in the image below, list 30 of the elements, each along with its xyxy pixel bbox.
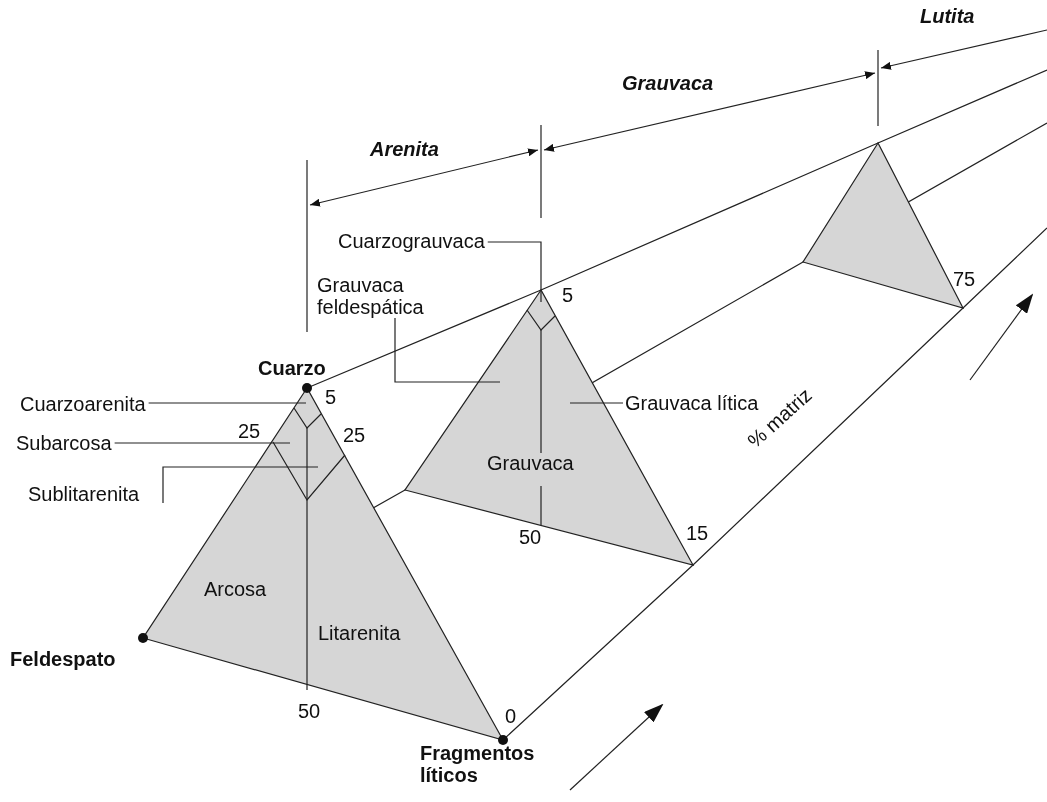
rock-type-label: Cuarzoarenita	[20, 393, 146, 415]
percent-value: 25	[343, 424, 366, 446]
percent-value: 5	[562, 284, 574, 306]
rock-type-label: Grauvaca	[487, 452, 574, 474]
end-member-label: Cuarzo	[258, 357, 326, 379]
leader-line	[148, 402, 307, 404]
rock-type-label: Sublitarenita	[28, 483, 140, 505]
range-label: Arenita	[370, 138, 439, 160]
rock-type-label: Grauvaca lítica	[625, 392, 759, 414]
percent-value: 50	[519, 526, 542, 548]
percent-value: 0	[505, 705, 517, 727]
rock-type-label: Subarcosa	[16, 432, 112, 454]
rock-type-label: Grauvaca feldespática	[317, 274, 467, 318]
percent-value: 15	[686, 522, 709, 544]
range-label: Lutita	[920, 5, 975, 27]
percent-value: 25	[238, 420, 261, 442]
percent-value: 75	[953, 268, 976, 290]
leader-line	[114, 442, 291, 444]
leader-line	[569, 402, 624, 404]
end-member-label: Fragmentos líticos	[420, 742, 536, 786]
rock-type-label: Arcosa	[204, 578, 267, 600]
leader-line	[394, 317, 501, 383]
end-member-label: Feldespato	[10, 648, 116, 670]
leader-line	[162, 466, 319, 504]
rock-type-label: Litarenita	[318, 622, 401, 644]
rock-type-label: Cuarzograuvaca	[338, 230, 485, 252]
leader-line	[487, 241, 542, 303]
percent-value: 5	[325, 386, 337, 408]
range-label: Grauvaca	[622, 72, 714, 94]
percent-value: 50	[298, 700, 321, 722]
